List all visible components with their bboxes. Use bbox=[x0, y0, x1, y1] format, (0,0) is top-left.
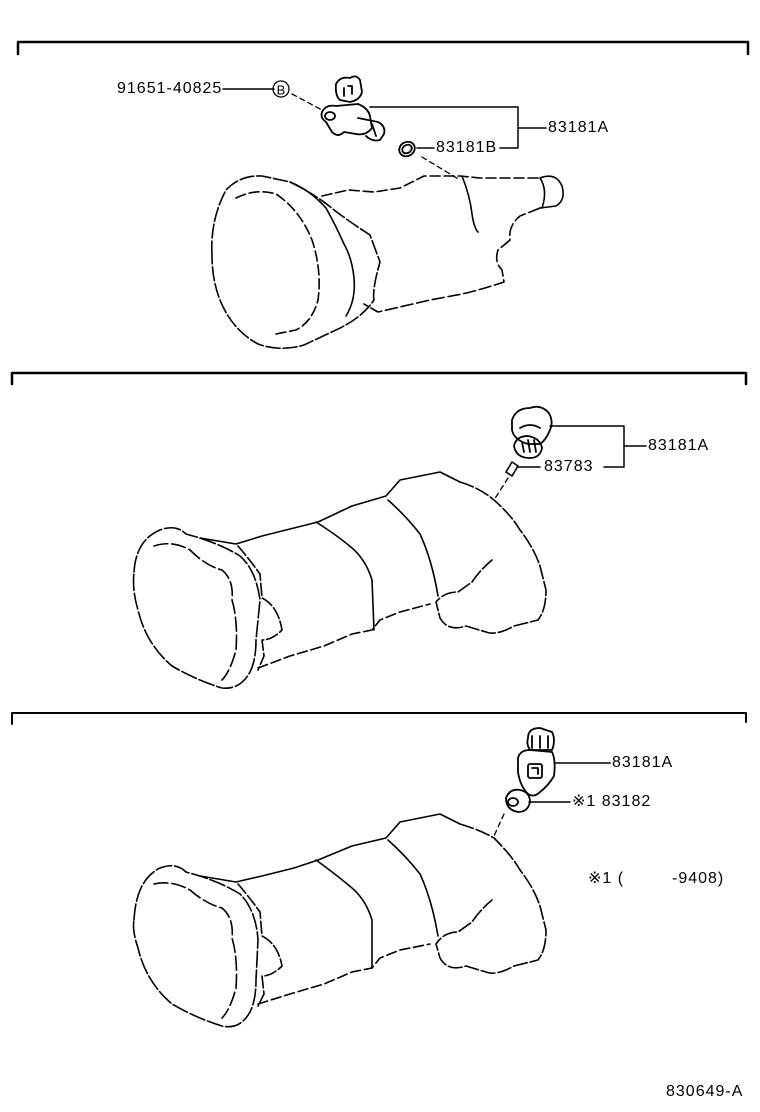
callout-b-letter: B bbox=[277, 83, 286, 98]
section-1-bracket bbox=[16, 40, 750, 56]
transmission-3-drawing bbox=[132, 813, 547, 1028]
speed-sensor-1-drawing bbox=[320, 75, 386, 142]
footnote-range: -9408) bbox=[672, 870, 725, 887]
section-3-bracket bbox=[11, 712, 747, 725]
part-label-83181a-s1[interactable]: 83181A bbox=[548, 119, 610, 136]
part-label-83181a-s2[interactable]: 83181A bbox=[648, 437, 710, 454]
o-ring-1-drawing bbox=[398, 140, 416, 158]
footnote-marker: ※1 ( bbox=[588, 870, 625, 887]
speed-sensor-2-drawing bbox=[511, 405, 553, 459]
transmission-2-drawing bbox=[132, 471, 547, 689]
section-2-bracket bbox=[10, 371, 748, 386]
part-label-83182[interactable]: ※1 83182 bbox=[572, 793, 652, 810]
part-label-91651-40825[interactable]: 91651-40825 bbox=[117, 80, 223, 97]
speed-sensor-3-drawing bbox=[517, 727, 556, 797]
part-label-83181b[interactable]: 83181B bbox=[436, 139, 498, 156]
spacer-drawing bbox=[505, 788, 531, 813]
o-ring-2-drawing bbox=[505, 461, 519, 477]
callout-b-circle bbox=[272, 80, 290, 98]
transmission-1-drawing bbox=[210, 175, 564, 350]
part-label-83181a-s3[interactable]: 83181A bbox=[612, 754, 674, 771]
part-label-83783[interactable]: 83783 bbox=[544, 458, 594, 475]
figure-id: 830649-A bbox=[666, 1083, 744, 1100]
